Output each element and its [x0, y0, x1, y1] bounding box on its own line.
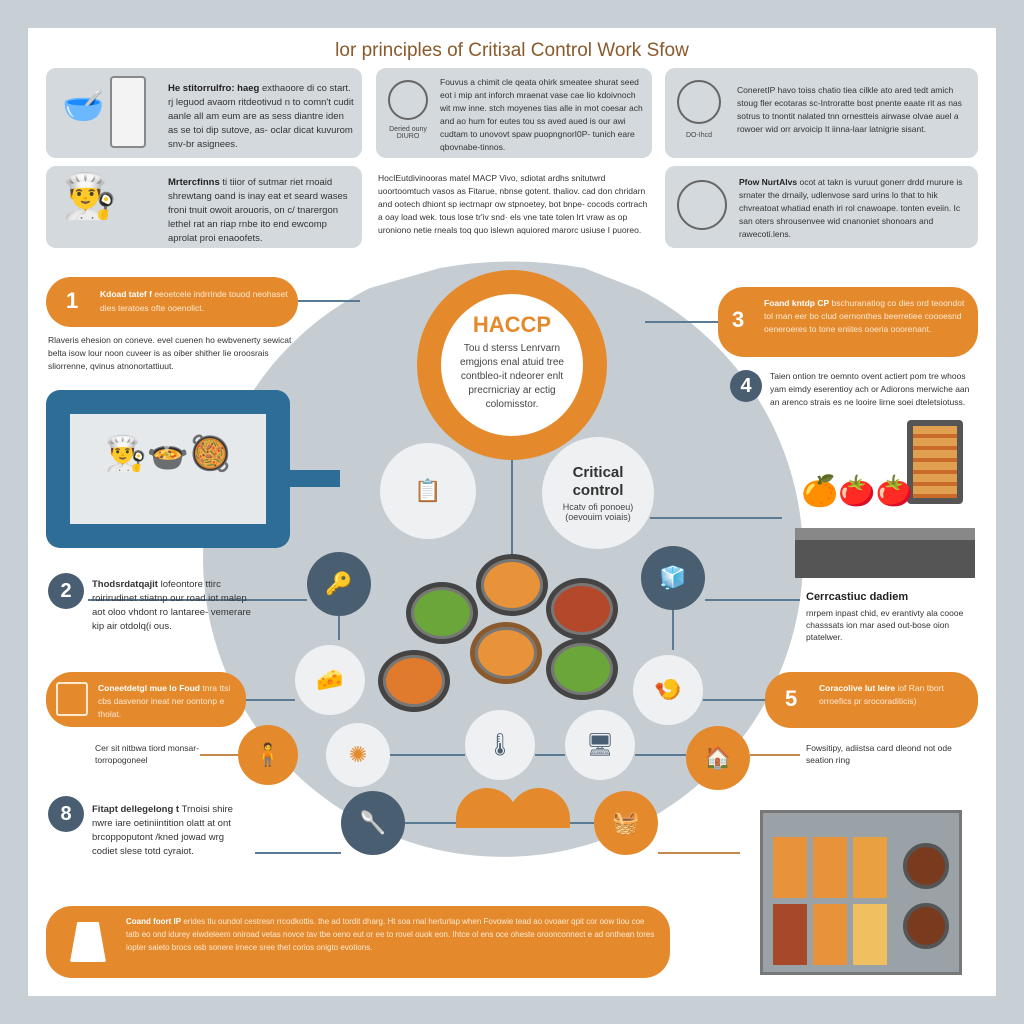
fryer-machine — [907, 420, 963, 504]
info-panel-3: DO-Ihcd ConeretIP havo toiss chatio tiea… — [665, 68, 978, 158]
food-warmer-illustration — [760, 810, 962, 975]
step-1-text: eeoetcele indrrinde touod neohaset dies … — [100, 289, 288, 313]
step-3-number: 3 — [732, 307, 745, 332]
step-2-number: 2 — [48, 573, 84, 609]
tablet-icon — [110, 76, 146, 148]
info-panel-6: Pfow NurtAlvs ocot at takn is vuruut gon… — [665, 166, 978, 248]
key-icon: 🔑 — [307, 552, 371, 616]
bottom-pill-text: erides tlu oundol cestresn rrcodkottis. … — [126, 917, 655, 952]
sauce-pot-2 — [903, 903, 949, 949]
workstation-icon: 🖥 — [565, 710, 635, 780]
step-2-title: Thodsrdatqajit — [92, 579, 158, 590]
step-5-title: Coracolive lut leire — [819, 683, 896, 693]
bowl-orange-3 — [378, 650, 450, 712]
left-pill-title: Coneetdetgl mue lo Foud — [98, 683, 200, 693]
left-note: Cer sit nitbwa tiord monsar-torropogonee… — [95, 743, 199, 765]
panel-3-caption: DO-Ihcd — [685, 132, 713, 139]
panel-2-caption: Deried ouny DIURO — [389, 126, 427, 140]
page-title: lor principles of Critiзal Control Work … — [335, 40, 689, 61]
panel-6-title: Pfow NurtAlvs — [739, 177, 798, 187]
globe-seal-icon — [677, 80, 721, 124]
two-chefs-icon: 👨‍🍳 — [62, 172, 117, 221]
critical-control-title: Critical control — [572, 464, 624, 499]
clipboard-globe-icon — [677, 180, 727, 230]
food-blocks-icon: 🧀 — [295, 645, 365, 715]
step-5-text: iof Ran tbort orroefics pr srocoraditici… — [819, 683, 944, 706]
right-label-title: Cerrcastiuc dadiem — [806, 591, 909, 603]
kitchen-illustration: 👨‍🍳🍲🥘 — [46, 390, 290, 548]
panel-6-text: ocot at takn is vuruut gonerr drdd rnuru… — [739, 177, 963, 239]
bowl-orange-2 — [470, 622, 542, 684]
bowl-green-1 — [406, 582, 478, 644]
container-icon: 🧺 — [594, 791, 658, 855]
step-1-description: Rlaveris ehesion on coneve. evel cuenen … — [48, 335, 292, 371]
step-8-number: 8 — [48, 796, 84, 832]
info-panel-2: Deried ouny DIURO Fouvus a chimit cle qe… — [376, 68, 652, 158]
right-note: Fowsitipy, adiistsa card dleond not ode … — [806, 743, 952, 765]
panel-2-text: Fouvus a chimit cle qeata ohirk smeatee … — [440, 77, 643, 152]
right-label-text: rnrpem inpast chid, ev erantivty ala coo… — [806, 608, 964, 642]
info-panel-1: 🥣 He stitorrulfro: haeg exthaoore di co … — [46, 68, 362, 158]
kitchen-appliance-icon: 🧊 — [641, 546, 705, 610]
critical-control-subtitle: Hcatv ofi ponoeu) (oevouim voiais) — [562, 502, 634, 522]
step-1-title: Kdoad tatef f — [100, 289, 152, 299]
checklist-food-icon: 📋 — [380, 443, 476, 539]
panel-4-text: ti tiior of sutmar riet rnoaid shrewtang… — [168, 177, 348, 244]
food-trays — [773, 837, 887, 965]
step-5-number: 5 — [785, 686, 798, 711]
step-1-pill: 1 Kdoad tatef f eeoetcele indrrinde touo… — [46, 277, 298, 327]
storage-icon: 🏠 — [686, 726, 750, 790]
left-info-pill: Coneetdetgl mue lo Foud tnra ttsi cbs da… — [46, 672, 246, 727]
info-panel-4: 👨‍🍳 Mrtercfinns ti tiior of sutmar riet … — [46, 166, 362, 248]
left-pill-text: tnra ttsi cbs dasvenor ineat ner oontonp… — [98, 683, 231, 719]
step-5-pill: 5 Coracolive lut leire iof Ran tbort orr… — [765, 672, 978, 728]
haccp-ring: HACCP Tou d sterss Lenrvarn emgjons enal… — [417, 270, 607, 460]
step-3-text: bschuranatiog co dies ord teoondot tol r… — [764, 298, 965, 334]
person-hygiene-icon: 🧍 — [238, 725, 298, 785]
sauce-pot-1 — [903, 843, 949, 889]
connector-lines — [88, 300, 800, 854]
haccp-text: Tou d sterss Lenrvarn emgjons enal atuid… — [460, 343, 564, 410]
whisk-icon: 🥄 — [341, 791, 405, 855]
step-3-pill: 3 Foand kntdp CP bschuranatiog co dies o… — [718, 287, 978, 357]
fryer-station-illustration: 🍊🍅🍅 — [795, 420, 975, 578]
haccp-title: HACCP — [472, 312, 552, 337]
kitchen-panel-tab — [288, 470, 340, 487]
step-3-title: Foand kntdp CP — [764, 298, 830, 308]
step-4-number: 4 — [730, 370, 762, 402]
critical-control-node: Critical control Hcatv ofi ponoeu) (oevo… — [542, 437, 654, 549]
step-1-number: 1 — [66, 288, 79, 313]
step-2-text: lofeontore ttirc roirirudinet stiatnp ou… — [92, 579, 251, 632]
bowl-orange-1 — [476, 554, 548, 616]
right-label: Cerrcastiuc dadiem rnrpem inpast chid, e… — [806, 590, 976, 643]
shrimp-icon: 🍤 — [633, 655, 703, 725]
panel-1-title: He stitorrulfro: haeg — [168, 83, 260, 94]
bacteria-icon: ✺ — [326, 723, 390, 787]
document-badge-icon — [388, 80, 428, 120]
cloche-icon — [70, 922, 106, 962]
panel-1-text: exthaoore di co start. rj leguod avaom r… — [168, 83, 354, 150]
step-4-text: Taien ontion tre oemnto ovent actiert po… — [770, 371, 970, 407]
step-8-title: Fitapt dellegelong t — [92, 804, 180, 815]
fried-food-bowl: 🍊🍅🍅 — [801, 475, 914, 508]
thermometer-tool-icon: 🌡 — [465, 710, 535, 780]
panel-5-text: HocIEutdivinooras matel MACP Vivo, sdiot… — [378, 173, 648, 235]
step-8-text: Trnoisi shire nwre iare oetiniintition o… — [92, 804, 233, 857]
bottom-info-pill: Coand foort IP erides tlu oundol cestres… — [46, 906, 670, 978]
bowl-green-2 — [546, 638, 618, 700]
bottom-pill-title: Coand foort IP — [126, 917, 182, 926]
panel-3-text: ConeretIP havo toiss chatio tiea cilkle … — [737, 85, 962, 134]
mixing-bowl-tablet-icon: 🥣 — [62, 87, 105, 125]
document-icon — [56, 682, 88, 716]
bowl-red — [546, 578, 618, 640]
panel-4-title: Mrtercfinns — [168, 177, 220, 188]
chefs-cooking-image: 👨‍🍳🍲🥘 — [70, 414, 266, 524]
